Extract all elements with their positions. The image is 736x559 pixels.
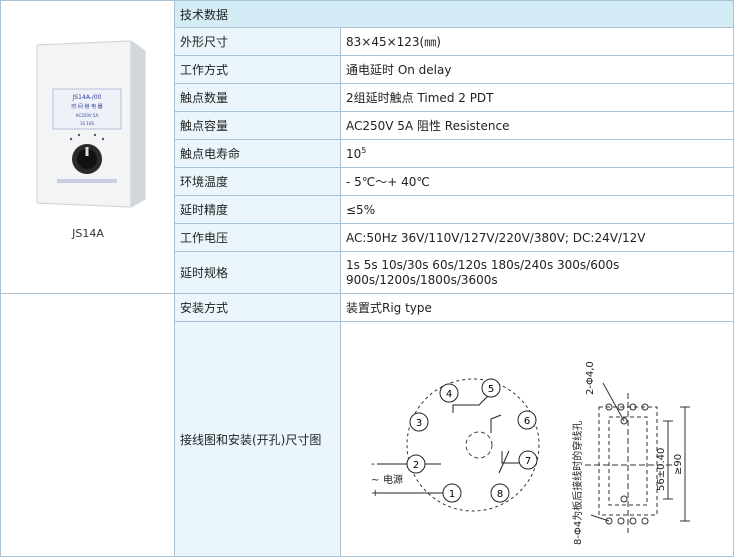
pin-3: 3 bbox=[409, 412, 429, 431]
product-label-line: 1S 10S bbox=[80, 121, 94, 126]
product-model-caption: JS14A bbox=[72, 227, 104, 240]
mounting-holes-bottom bbox=[605, 517, 649, 524]
table-row: 外形尺寸 83×45×123(㎜) bbox=[1, 27, 734, 56]
hole-note: 2-Φ4,0 bbox=[585, 361, 596, 395]
dim-outer-label: ≥90 bbox=[673, 453, 684, 474]
relay-product-icon: JS14A-/00 时 间 继 电 器 AC220V 5A 1S 10S bbox=[36, 40, 146, 208]
svg-text:7: 7 bbox=[525, 456, 531, 467]
socket-outline bbox=[406, 378, 540, 511]
dim-inner-label: 56±0.40 bbox=[656, 447, 667, 490]
power-tilde-label: ~ bbox=[371, 475, 379, 486]
wiring-diagram: - ~ 电源 + 1 2 3 4 5 6 7 8 bbox=[371, 361, 690, 545]
row-label: 延时精度 bbox=[174, 195, 341, 224]
row-label: 工作方式 bbox=[174, 55, 341, 84]
row-value: 装置式Rig type bbox=[340, 293, 734, 322]
wiring-diagram-cell: - ~ 电源 + 1 2 3 4 5 6 7 8 bbox=[340, 321, 734, 557]
table-row: 接线图和安装(开孔)尺寸图 - ~ 电源 + bbox=[1, 321, 734, 557]
table-row: 延时规格 1s 5s 10s/30s 60s/120s 180s/240s 30… bbox=[1, 251, 734, 294]
row-value: 通电延时 On delay bbox=[340, 55, 734, 84]
row-label: 工作电压 bbox=[174, 223, 341, 252]
svg-text:2: 2 bbox=[413, 460, 419, 471]
table-row: 安装方式 装置式Rig type bbox=[0, 293, 734, 557]
row-label: 触点容量 bbox=[174, 111, 341, 140]
row-value: 83×45×123(㎜) bbox=[340, 27, 734, 56]
row-value: ≤5% bbox=[340, 195, 734, 224]
svg-text:5: 5 bbox=[488, 384, 494, 395]
row-label: 外形尺寸 bbox=[174, 27, 341, 56]
table-row: 延时精度 ≤5% bbox=[1, 195, 734, 224]
product-image-cell: JS14A-/00 时 间 继 电 器 AC220V 5A 1S 10S JS1… bbox=[0, 0, 175, 294]
row-value: 2组延时触点 Timed 2 PDT bbox=[340, 83, 734, 112]
table-row: 工作方式 通电延时 On delay bbox=[1, 55, 734, 84]
row-label: 触点数量 bbox=[174, 83, 341, 112]
row-label: 环境温度 bbox=[174, 167, 341, 196]
pin-6: 6 bbox=[517, 410, 537, 429]
coil-icon bbox=[465, 431, 493, 458]
mounting-holes-top bbox=[605, 403, 649, 410]
delay-spec-line: 1s 5s 10s/30s 60s/120s 180s/240s 300s/60… bbox=[346, 257, 620, 272]
row-value: - 5℃～+ 40℃ bbox=[340, 167, 734, 196]
pin-1: 1 bbox=[442, 483, 462, 502]
svg-text:6: 6 bbox=[524, 416, 530, 427]
product-image: JS14A-/00 时 间 继 电 器 AC220V 5A 1S 10S JS1… bbox=[1, 1, 175, 251]
life-base: 10 bbox=[346, 147, 362, 161]
row-label: 触点电寿命 bbox=[174, 139, 341, 168]
pin-2: 2 bbox=[406, 454, 426, 473]
table-row: JS14A-/00 时 间 继 电 器 AC220V 5A 1S 10S JS1… bbox=[0, 0, 734, 294]
power-source-label: 电源 bbox=[383, 473, 403, 486]
svg-text:4: 4 bbox=[446, 389, 452, 400]
pin-7: 7 bbox=[518, 450, 538, 469]
pin-8: 8 bbox=[490, 483, 510, 502]
product-label-line: JS14A-/00 bbox=[71, 94, 101, 101]
table-row: 环境温度 - 5℃～+ 40℃ bbox=[1, 167, 734, 196]
table-header: 技术数据 bbox=[174, 0, 734, 28]
power-minus-label: - bbox=[371, 457, 375, 470]
row-value: 1s 5s 10s/30s 60s/120s 180s/240s 300s/60… bbox=[340, 251, 734, 294]
life-exponent: 5 bbox=[361, 146, 367, 155]
row-label: 延时规格 bbox=[174, 251, 341, 294]
row-value: AC:50Hz 36V/110V/127V/220V/380V; DC:24V/… bbox=[340, 223, 734, 252]
product-label-line: AC220V 5A bbox=[76, 113, 99, 118]
row-value: 105 bbox=[340, 139, 734, 168]
table-row: 触点数量 2组延时触点 Timed 2 PDT bbox=[1, 83, 734, 112]
row-label: 安装方式 bbox=[174, 293, 341, 322]
svg-text:1: 1 bbox=[449, 489, 455, 500]
delay-spec-line: 900s/1200s/1800s/3600s bbox=[346, 272, 498, 287]
row-value: AC250V 5A 阻性 Resistence bbox=[340, 111, 734, 140]
svg-text:8: 8 bbox=[497, 489, 503, 500]
row-label: 接线图和安装(开孔)尺寸图 bbox=[174, 321, 341, 557]
pin-4: 4 bbox=[439, 383, 459, 402]
power-plus-label: + bbox=[371, 488, 379, 499]
wire-hole-note: 8-Φ4为板后接线时的穿线孔 bbox=[571, 420, 584, 544]
pin-5: 5 bbox=[481, 378, 501, 397]
blank-cell bbox=[0, 293, 175, 557]
product-label-line: 时 间 继 电 器 bbox=[71, 103, 102, 110]
svg-text:3: 3 bbox=[416, 418, 422, 429]
